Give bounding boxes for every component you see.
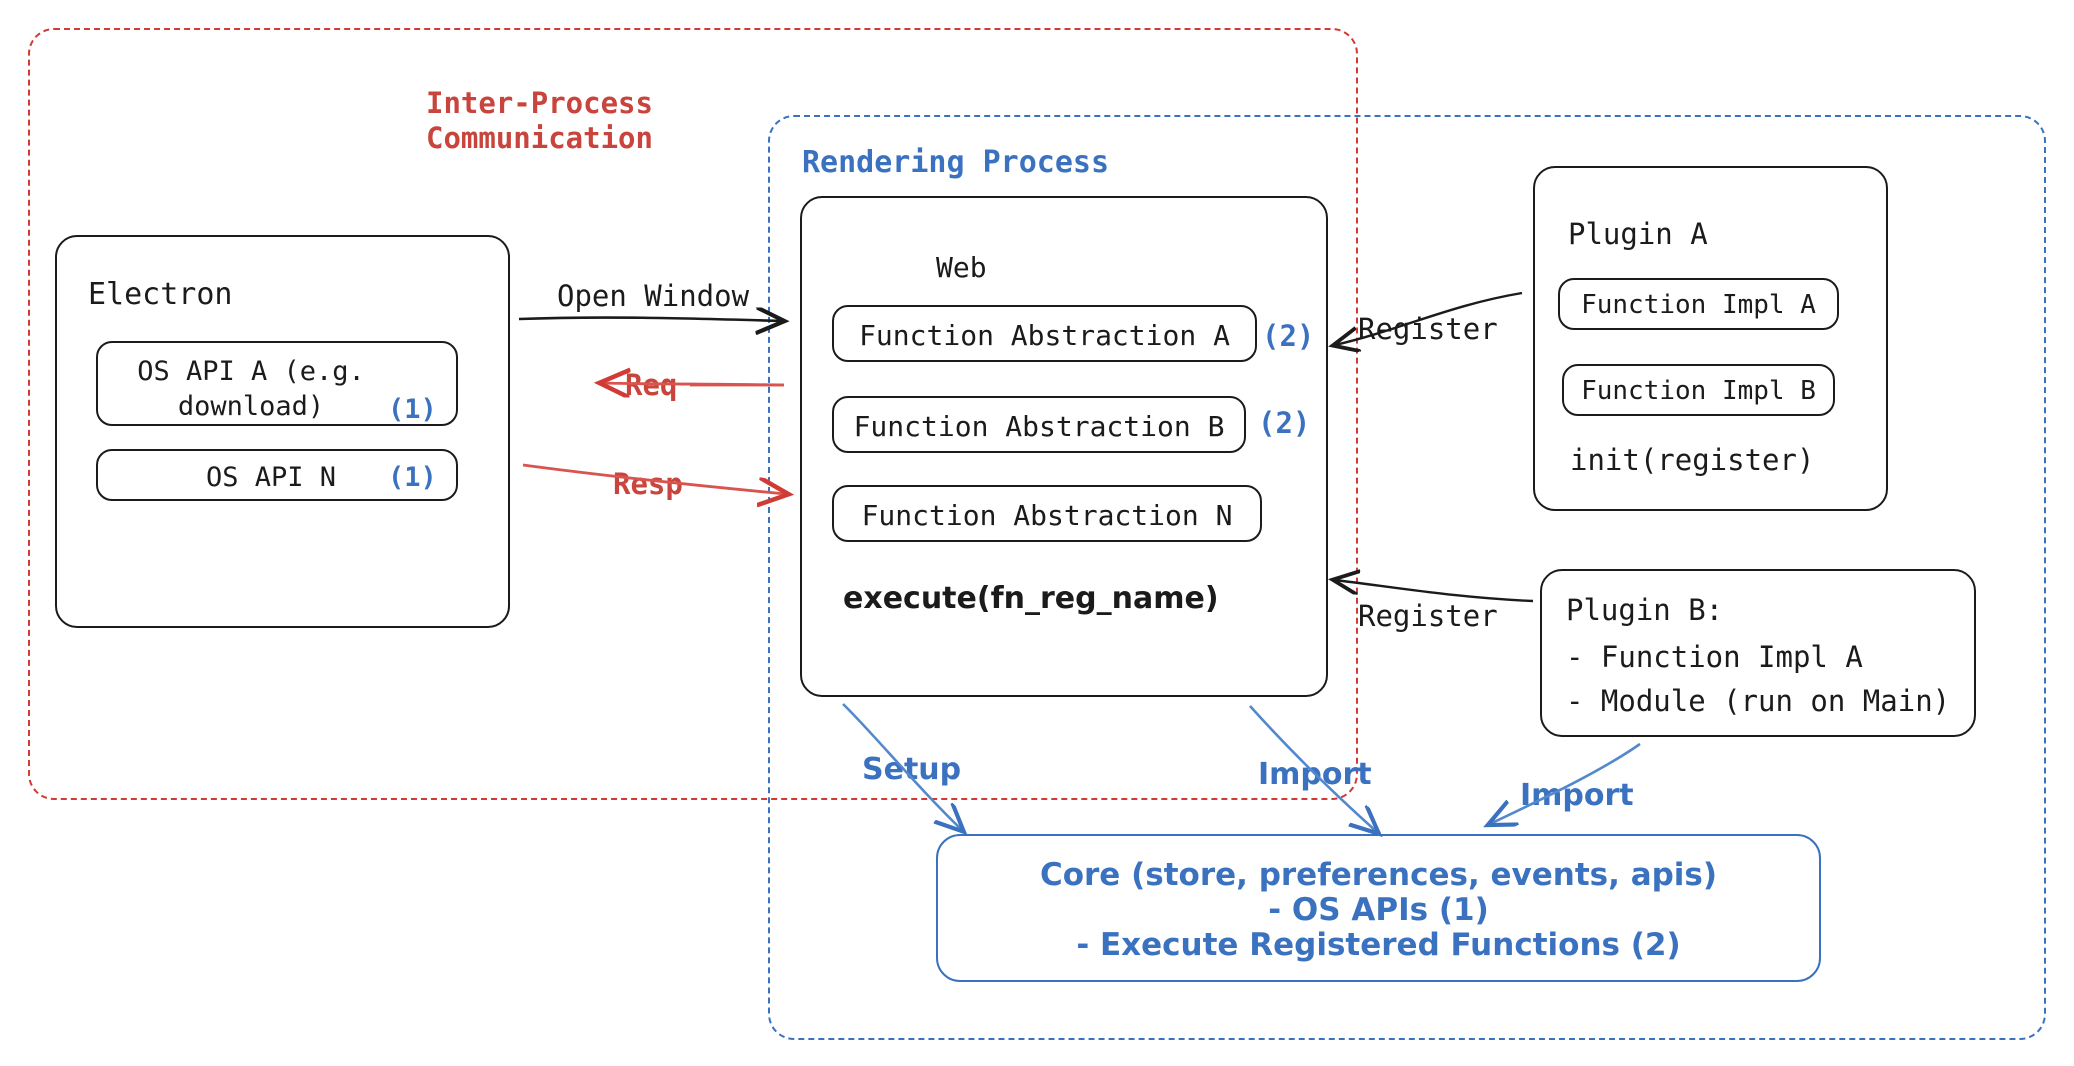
core-line-2: - OS APIs (1) [1268,892,1489,928]
function-abstraction-a-label: Function Abstraction A [859,319,1230,352]
function-abstraction-n-label: Function Abstraction N [861,499,1233,532]
edge-label-register-plugin-b: Register [1358,599,1498,633]
core-line-3: - Execute Registered Functions (2) [1076,927,1681,963]
function-abstraction-n-box[interactable] [832,485,1262,542]
edge-label-import-web: Import [1258,757,1372,792]
electron-title: Electron [88,277,233,312]
edge-label-register-plugin-a: Register [1358,312,1498,346]
plugin-a-function-impl-b-box[interactable] [1562,364,1835,416]
function-abstraction-a-box[interactable] [832,305,1257,362]
plugin-a-function-impl-a-label: Function Impl A [1581,290,1816,320]
plugin-a-function-impl-b-label: Function Impl B [1581,376,1816,406]
plugin-b-box[interactable] [1540,569,1976,737]
plugin-a-function-impl-a-box[interactable] [1558,278,1839,330]
edge-label-req: Req [625,368,678,402]
os-api-n-box[interactable] [96,449,458,501]
plugin-b-item-module: - Module (run on Main) [1566,684,1951,718]
plugin-a-title: Plugin A [1568,217,1708,251]
plugin-b-title: Plugin B: [1566,593,1724,627]
edge-label-setup: Setup [862,752,962,787]
edge-label-import-plugin-b: Import [1520,778,1634,813]
core-line-1: Core (store, preferences, events, apis) [1039,857,1718,893]
function-abstraction-b-label: Function Abstraction B [853,410,1225,443]
function-abstraction-a-marker: (2) [1262,319,1315,353]
os-api-n-marker: (1) [388,462,437,493]
rendering-process-label: Rendering Process [802,145,1110,180]
plugin-a-init-label: init(register) [1570,443,1815,477]
ipc-region-label-line2: Communication [426,121,653,155]
os-api-a-label: OS API A (e.g. download) [137,356,365,422]
ipc-region-label-line1: Inter-Process [426,86,653,120]
function-abstraction-b-box[interactable] [832,396,1246,453]
function-abstraction-b-marker: (2) [1258,406,1311,440]
web-title: Web [936,251,987,284]
plugin-b-item-function-impl-a: - Function Impl A [1566,640,1863,674]
edge-label-open-window: Open Window [557,279,750,313]
os-api-n-label: OS API N [206,462,337,493]
os-api-a-marker: (1) [388,394,437,425]
region-rendering-process [768,115,2046,1040]
region-inter-process-communication [28,28,1358,800]
edge-label-resp: Resp [613,467,683,501]
plugin-a-box[interactable] [1533,166,1888,511]
web-execute-label: execute(fn_reg_name) [843,581,1219,616]
os-api-a-box[interactable] [96,341,458,426]
electron-box[interactable] [55,235,510,628]
web-box[interactable] [800,196,1328,697]
